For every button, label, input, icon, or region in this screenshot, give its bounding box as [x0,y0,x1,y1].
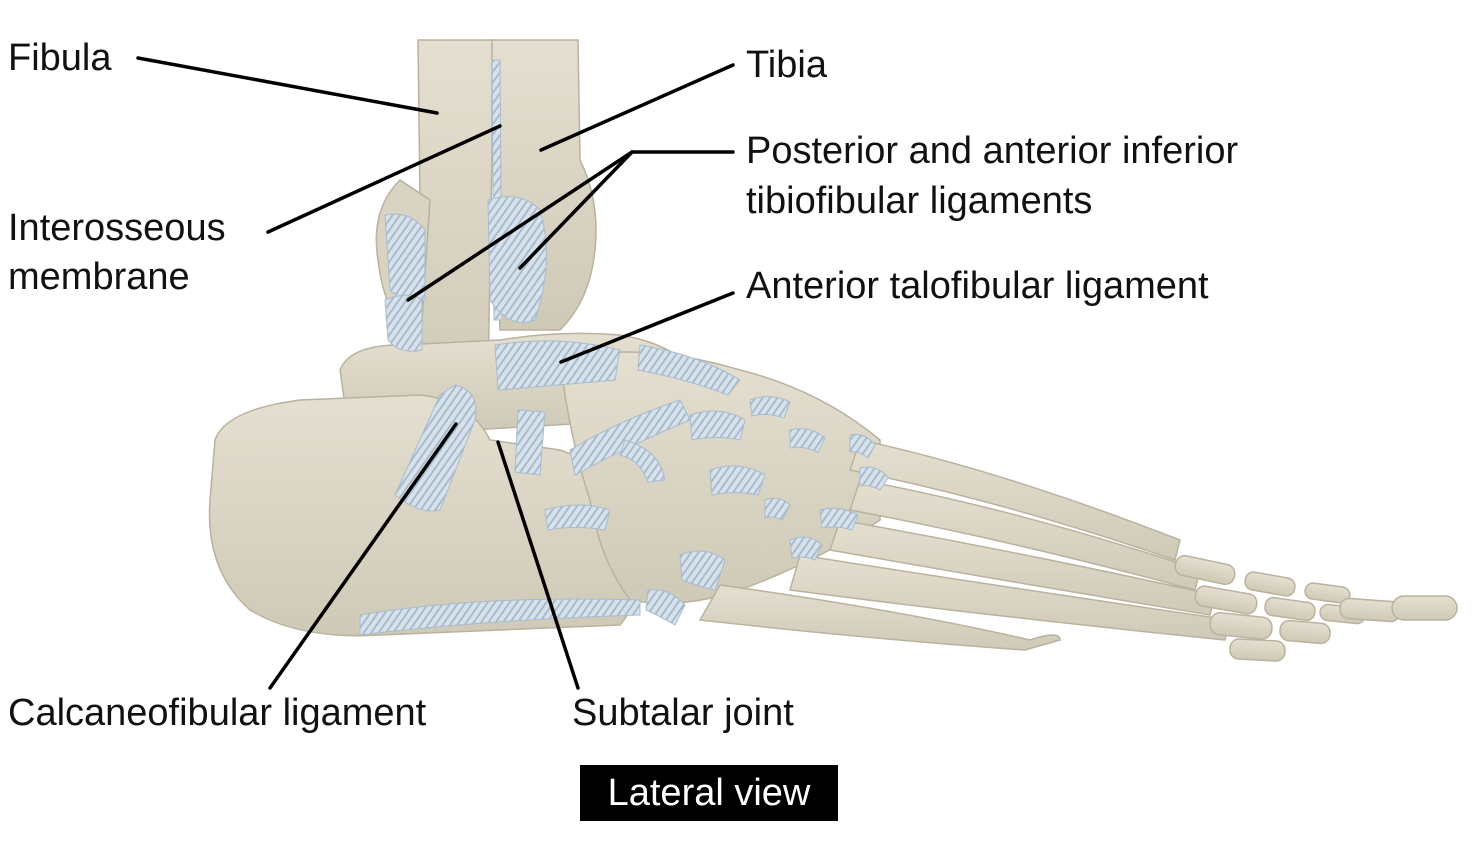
dorsal-metatarsal-ligament-7 [789,536,823,561]
label-tibiofibular-line2: tibiofibular ligaments [746,180,1093,222]
dorsal-tarsal-ligament-5 [709,465,766,496]
dorsal-metatarsal-ligament-3 [849,434,876,459]
phalanx-bones [1174,554,1458,662]
dorsal-metatarsal-ligament-5 [819,507,859,531]
metatarsal-bones [698,439,1231,651]
leader-line-tibia [539,63,735,152]
label-subtalar: Subtalar joint [572,692,794,734]
dorsal-tarsal-ligament-3 [619,439,666,483]
anterior-inferior-tibiofibular-ligament [487,196,547,323]
dorsal-tarsal-ligament-1 [637,344,741,396]
dorsal-metatarsal-ligament-1 [749,396,791,419]
posterior-inferior-tibiofibular-ligament [384,213,426,302]
leader-lines [136,56,735,690]
dorsal-metatarsal-ligament-6 [764,497,791,521]
view-badge: Lateral view [580,765,838,821]
dorsal-metatarsal-ligament-2 [789,428,826,453]
leader-line-subtalar [496,440,580,690]
label-tibiofibular-line1: Posterior and anterior inferior [746,130,1239,172]
dorsal-metatarsal-ligament-4 [859,466,889,491]
leader-line-interosseous [266,124,502,234]
leader-line-tibiofibular-anterior [518,150,634,270]
talocalcaneal-ligament [514,409,546,476]
plantar-ligament [359,598,641,636]
label-calcaneofibular: Calcaneofibular ligament [8,692,427,734]
leader-line-talofibular [559,291,735,364]
dorsal-tarsal-ligament-4 [689,410,746,441]
leader-line-fibula [136,56,439,115]
leader-line-calcaneofibular [268,422,458,690]
dorsal-tarsal-ligament-8 [645,589,686,626]
anterior-talofibular-ligament [494,340,621,391]
label-tibia: Tibia [746,44,827,86]
label-talofibular: Anterior talofibular ligament [746,265,1209,307]
label-interosseous-line2: membrane [8,256,190,298]
posterior-talofibular-ligament [384,294,423,352]
label-fibula: Fibula [8,37,112,79]
leader-line-tibiofibular-posterior [406,150,634,302]
label-interosseous-line1: Interosseous [8,207,226,249]
dorsal-tarsal-ligament-7 [679,550,726,591]
dorsal-tarsal-ligament-6 [544,504,611,531]
